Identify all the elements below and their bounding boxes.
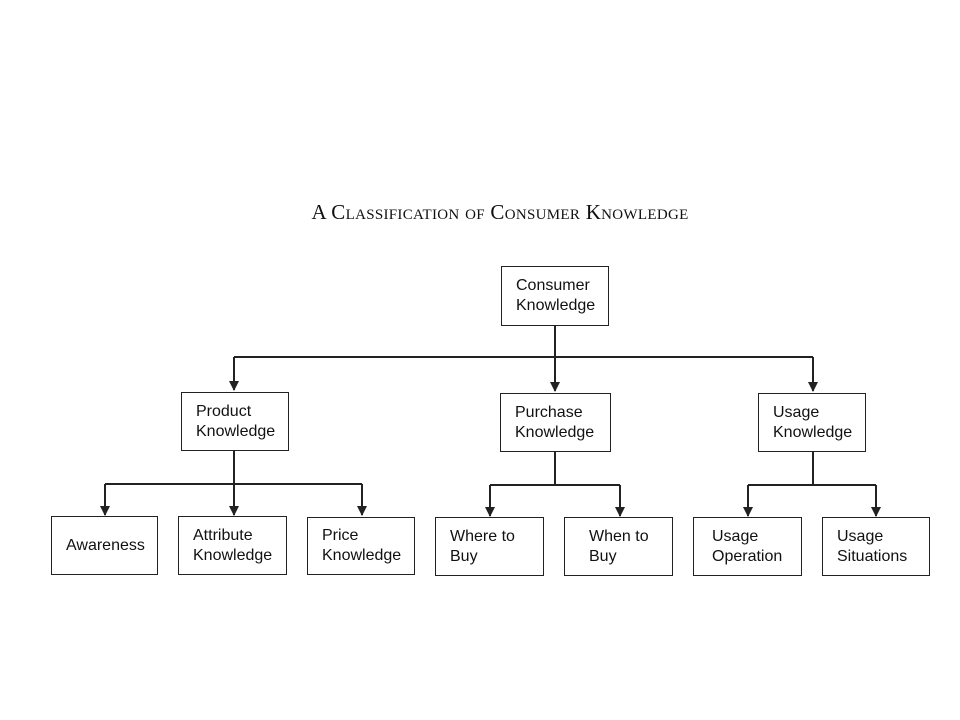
node-when-to-buy-label: When to Buy bbox=[589, 527, 649, 565]
node-attribute-knowledge: Attribute Knowledge bbox=[178, 516, 287, 575]
node-usage-operation-label: Usage Operation bbox=[712, 527, 783, 565]
node-when-to-buy: When to Buy bbox=[564, 517, 673, 576]
node-usage-situations-label: Usage Situations bbox=[837, 527, 908, 565]
node-usage-knowledge: Usage Knowledge bbox=[758, 393, 866, 452]
node-usage-operation: Usage Operation bbox=[693, 517, 802, 576]
node-awareness-label: Awareness bbox=[66, 536, 145, 554]
node-usage-situations: Usage Situations bbox=[822, 517, 930, 576]
node-attribute-knowledge-label: Attribute Knowledge bbox=[193, 526, 273, 564]
node-consumer-knowledge-label: Consumer Knowledge bbox=[516, 277, 596, 314]
node-product-knowledge: Product Knowledge bbox=[181, 392, 289, 451]
node-where-to-buy: Where to Buy bbox=[435, 517, 544, 576]
node-purchase-knowledge: Purchase Knowledge bbox=[500, 393, 611, 452]
node-product-knowledge-label: Product Knowledge bbox=[196, 402, 276, 440]
node-price-knowledge: Price Knowledge bbox=[307, 517, 415, 575]
diagram-title: A Classification of Consumer Knowledge bbox=[311, 200, 689, 224]
node-usage-knowledge-label: Usage Knowledge bbox=[773, 403, 853, 441]
node-where-to-buy-label: Where to Buy bbox=[450, 527, 515, 565]
node-purchase-knowledge-label: Purchase Knowledge bbox=[515, 403, 595, 441]
node-awareness: Awareness bbox=[51, 516, 158, 575]
node-consumer-knowledge: Consumer Knowledge bbox=[501, 266, 609, 326]
node-price-knowledge-label: Price Knowledge bbox=[322, 527, 402, 564]
